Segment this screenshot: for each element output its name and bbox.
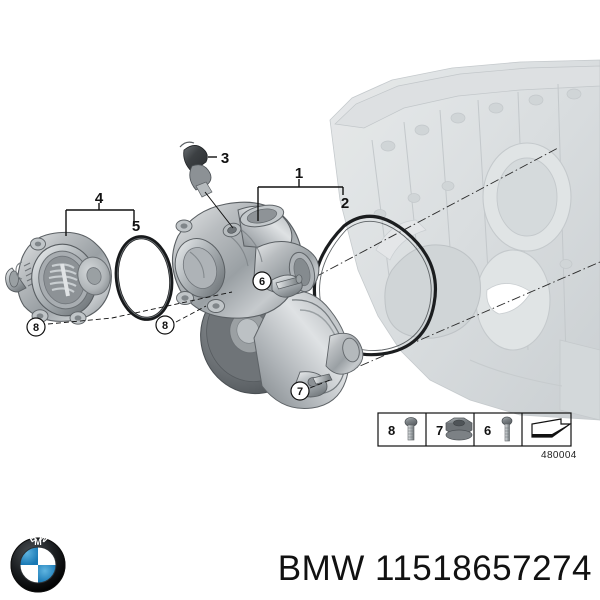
legend-number-6: 6 <box>484 423 491 438</box>
coolant-temperature-sensor <box>179 141 213 198</box>
svg-text:B: B <box>27 532 38 544</box>
bubble-6: 6 <box>259 276 265 288</box>
callout-bubbles: 8 8 6 7 <box>26 271 331 401</box>
thermostat-assembly <box>5 231 112 325</box>
hex-bolt-icon-6 <box>501 416 513 442</box>
fastener-legend-box: 8 7 6 <box>377 412 577 461</box>
water-pump-assembly <box>171 201 364 410</box>
bubble-8-right: 8 <box>162 320 168 332</box>
legend-number-7: 7 <box>436 423 443 438</box>
sensor-assembly-line <box>204 191 234 229</box>
bubble-7: 7 <box>297 386 303 398</box>
svg-text:M: M <box>34 537 42 547</box>
thermostat-o-ring-seal <box>114 235 174 321</box>
bmw-roundel-logo: B M W <box>10 532 66 593</box>
centerline-upper <box>271 147 559 301</box>
callout-4-bracket <box>65 203 135 236</box>
callout-label-5: 5 <box>132 218 140 235</box>
callout-label-3: 3 <box>221 150 229 167</box>
callout-label-2: 2 <box>341 195 349 212</box>
callout-label-1: 1 <box>295 165 303 182</box>
bubble-8-left: 8 <box>33 322 39 334</box>
callout-1-bracket <box>257 179 344 221</box>
hex-bolt-icon-8 <box>404 417 418 441</box>
engine-block-ghost <box>329 59 600 421</box>
collar-nut-icon-7 <box>445 417 473 441</box>
arrow-direction-icon <box>531 418 572 438</box>
legend-number-8: 8 <box>388 423 395 438</box>
callout-label-4: 4 <box>95 190 104 207</box>
diagram-code: 480004 <box>541 450 577 461</box>
part-number-label: BMW 11518657274 <box>278 549 592 588</box>
